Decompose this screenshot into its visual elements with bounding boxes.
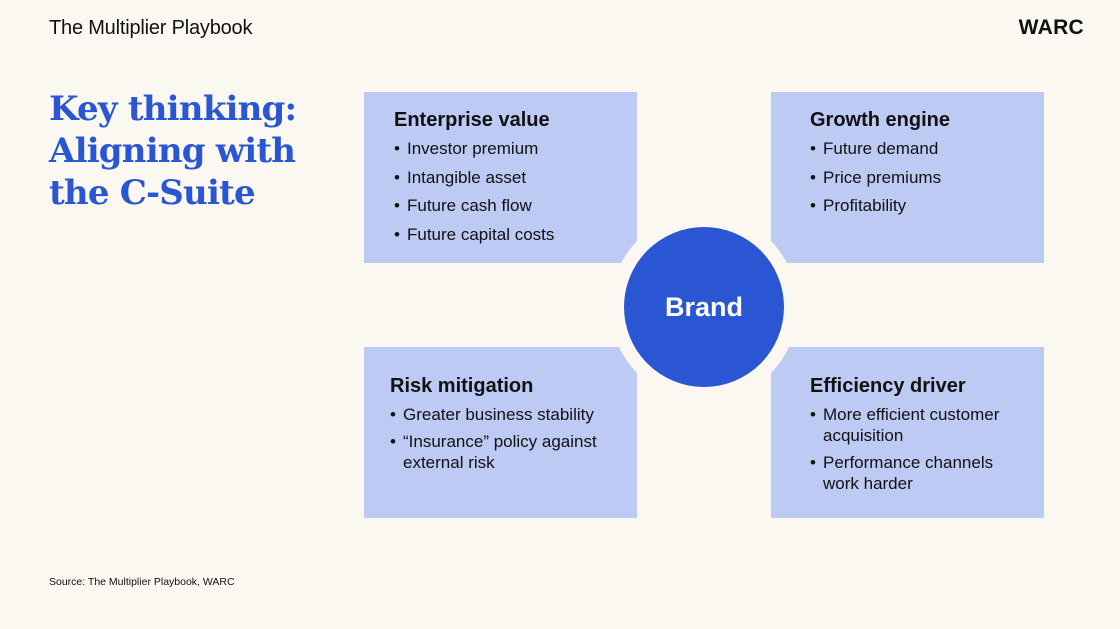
heading-line-3: the C-Suite — [49, 173, 256, 213]
list-item-text: Price premiums — [823, 167, 942, 187]
quadrant-enterprise-value: Enterprise value • Investor premium • Inta… — [364, 92, 637, 263]
quadrant-list: • Investor premium • Intangible asset • Fut… — [394, 138, 637, 245]
bullet-icon: • — [390, 432, 396, 451]
source-note: Source: The Multiplier Playbook, WARC — [49, 576, 235, 588]
list-item-text: Future capital costs — [407, 224, 555, 244]
page-heading: Key thinking: Aligning with the C-Suite — [49, 88, 339, 214]
bullet-icon: • — [394, 196, 400, 215]
list-item: • Profitability — [810, 195, 1044, 216]
quadrant-list: • Future demand • Price premiums • Profitab… — [810, 138, 1044, 216]
list-item: • Price premiums — [810, 167, 1044, 188]
quadrant-title: Enterprise value — [394, 109, 550, 131]
list-item-text: More efficient customer acquisition — [823, 405, 1000, 445]
list-item-text: Investor premium — [407, 139, 539, 158]
quadrant-growth-engine: Growth engine • Future demand • Price prem… — [771, 92, 1044, 263]
header-title: The Multiplier Playbook — [49, 17, 253, 39]
bullet-icon: • — [810, 139, 816, 158]
list-item: • Performance channels work harder — [810, 452, 1023, 494]
heading-line-1: Key thinking: — [49, 89, 297, 129]
quadrant-risk-mitigation: Risk mitigation • Greater business stabil… — [364, 347, 637, 518]
list-item: • Intangible asset — [394, 167, 637, 188]
bullet-icon: • — [810, 167, 816, 187]
bullet-icon: • — [394, 167, 400, 187]
bullet-icon: • — [390, 405, 396, 424]
quadrant-list: • Greater business stability • “Insurance”… — [390, 404, 637, 473]
list-item-text: Future cash flow — [407, 196, 532, 215]
center-circle-brand: Brand — [624, 227, 784, 387]
quadrant-list: • More efficient customer acquisition • Pe… — [810, 404, 1044, 494]
list-item: • Future demand — [810, 138, 1044, 159]
bullet-icon: • — [394, 224, 400, 244]
list-item: • Greater business stability — [390, 404, 637, 425]
quadrant-title: Risk mitigation — [390, 375, 534, 397]
list-item: • Future cash flow — [394, 195, 637, 216]
list-item: • Future capital costs — [394, 224, 637, 245]
quadrant-title: Efficiency driver — [810, 375, 966, 397]
bullet-icon: • — [810, 453, 816, 472]
list-item: • More efficient customer acquisition — [810, 404, 1033, 446]
list-item-text: Performance channels work harder — [823, 453, 994, 493]
quadrant-title: Growth engine — [810, 109, 950, 131]
list-item-text: Greater business stability — [403, 405, 594, 424]
quadrant-efficiency-driver: Efficiency driver • More efficient custom… — [771, 347, 1044, 518]
warc-logo: WARC — [1018, 16, 1084, 39]
list-item-text: Intangible asset — [407, 167, 527, 187]
bullet-icon: • — [810, 405, 816, 424]
bullet-icon: • — [810, 196, 816, 215]
list-item: • “Insurance” policy against external ris… — [390, 431, 618, 473]
list-item-text: Profitability — [823, 196, 907, 215]
list-item: • Investor premium — [394, 138, 637, 159]
list-item-text: “Insurance” policy against external risk — [403, 432, 597, 472]
heading-line-2: Aligning with — [49, 131, 296, 171]
center-label: Brand — [664, 291, 743, 322]
bullet-icon: • — [394, 139, 400, 158]
list-item-text: Future demand — [823, 139, 939, 158]
